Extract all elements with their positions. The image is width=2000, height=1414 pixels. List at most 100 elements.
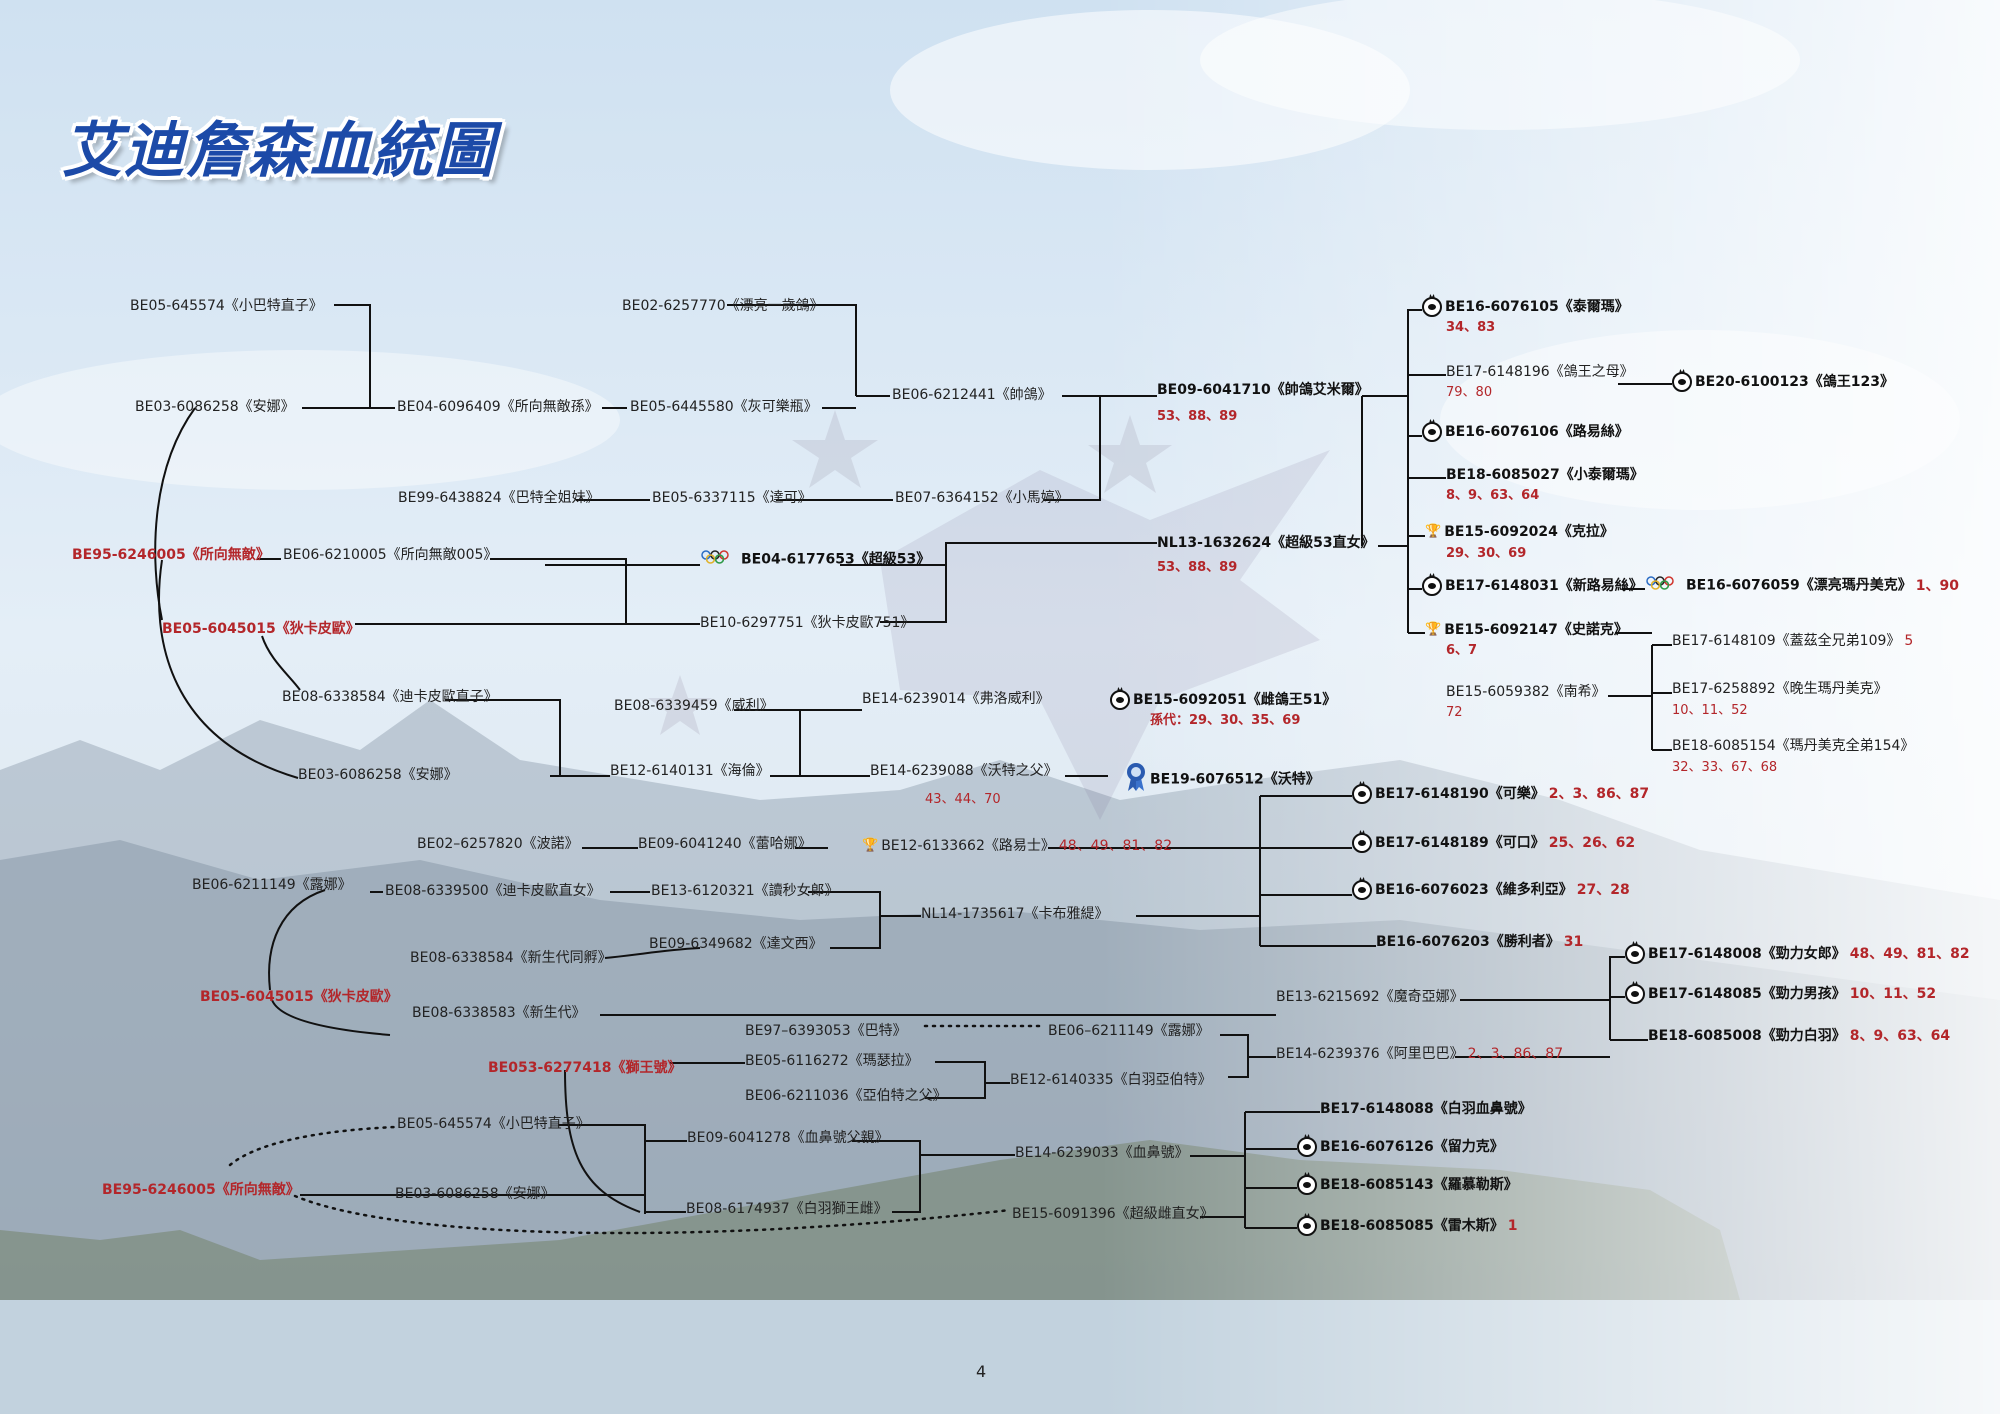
pigeon-label: BE16-6076105《泰爾瑪》 — [1445, 299, 1629, 315]
pigeon-node-n36: BE17-6258892《晚生瑪丹美克》 — [1672, 680, 1888, 698]
pigeon-node-n32: BE16-6076059《漂亮瑪丹美克》1、90 — [1645, 576, 1959, 595]
race-results-n37: 32、33、67、68 — [1672, 760, 1778, 775]
connector — [228, 1125, 397, 1167]
crown-crest-icon — [1110, 690, 1130, 710]
connector — [935, 1061, 986, 1099]
trophy-icon: 🏆 — [1425, 524, 1442, 539]
connector — [1043, 395, 1101, 501]
crown-crest-icon — [1352, 833, 1372, 853]
connector — [445, 699, 561, 777]
race-results-n36: 10、11、52 — [1672, 703, 1748, 718]
race-results: 8、9、63、64 — [1849, 1028, 1951, 1044]
pigeon-node-n8: BE05-6337115《達可》 — [652, 489, 812, 507]
pigeon-node-n40: BE09-6041240《蕾哈娜》 — [638, 835, 812, 853]
pigeon-node-n62: BE12-6140335《白羽亞伯特》 — [1010, 1071, 1212, 1089]
pigeon-label: BE16-6076106《路易絲》 — [1445, 424, 1629, 440]
pigeon-node-n15: BE05-6045015《狄卡皮歐》 — [162, 620, 360, 638]
pigeon-node-n63: BE06-6211036《亞伯特之父》 — [745, 1087, 947, 1105]
pigeon-node-n64: BE17-6148088《白羽血鼻號》 — [1320, 1100, 1532, 1118]
crown-crest-icon — [1625, 944, 1645, 964]
race-results-n14: 53、88、89 — [1157, 560, 1238, 575]
race-results-n10: 53、88、89 — [1157, 409, 1238, 424]
crown-crest-icon — [1625, 984, 1645, 1004]
pigeon-node-n58: BE18-6085008《勁力白羽》8、9、63、64 — [1648, 1027, 1950, 1045]
pigeon-node-n44: BE08-6339500《迪卡皮歐直女》 — [385, 882, 601, 900]
pigeon-node-n49: BE09-6349682《達文西》 — [649, 935, 823, 953]
crown-crest-icon — [1297, 1137, 1317, 1157]
pigeon-node-n69: BE95-6246005《所向無敵》 — [102, 1181, 300, 1199]
pigeon-label: BE14-6239376《阿里巴巴》 — [1276, 1046, 1464, 1062]
pigeon-label: BE17-6148088《白羽血鼻號》 — [1320, 1101, 1532, 1117]
connector — [261, 635, 301, 691]
pigeon-node-n74: BE18-6085085《雷木斯》1 — [1297, 1216, 1517, 1236]
pigeon-node-n34: BE17-6148109《蓋茲全兄弟109》5 — [1672, 632, 1913, 650]
pigeon-label: BE18-6085143《羅慕勒斯》 — [1320, 1177, 1518, 1193]
pigeon-node-n13: BE04-6177653《超級53》 — [700, 550, 930, 569]
pigeon-label: BE08-6338584《迪卡皮歐直子》 — [282, 689, 498, 705]
connector — [154, 407, 196, 621]
pigeon-node-n68: BE14-6239033《血鼻號》 — [1015, 1144, 1189, 1162]
pigeon-node-n9: BE07-6364152《小馬婷》 — [895, 489, 1069, 507]
crown-crest-icon — [1297, 1216, 1317, 1236]
race-results: 25、26、62 — [1548, 835, 1636, 851]
pigeon-label: BE17-6148196《鴿王之母》 — [1446, 364, 1634, 380]
race-results: 27、28 — [1576, 882, 1630, 898]
connector — [808, 891, 881, 949]
crown-crest-icon — [1672, 372, 1692, 392]
pigeon-node-n60: BE05-6116272《瑪瑟拉》 — [745, 1052, 919, 1070]
pigeon-label: BE12-6133662《路易士》 — [881, 838, 1055, 854]
connector — [880, 565, 947, 623]
pigeon-node-n55: BE08-6338583《新生代》 — [412, 1004, 586, 1022]
pigeon-node-n7: BE99-6438824《巴特全姐妹》 — [398, 489, 600, 507]
pigeon-node-n31: BE17-6148031《新路易絲》 — [1422, 576, 1643, 596]
pigeon-label: BE17-6258892《晚生瑪丹美克》 — [1672, 681, 1888, 697]
connector — [1220, 1034, 1249, 1078]
race-results-n20: 孫代：29、30、35、69 — [1150, 713, 1301, 728]
pigeon-label: BE06-6210005《所向無敵005》 — [283, 547, 498, 563]
pigeon-node-n52: BE05-6045015《狄卡皮歐》 — [200, 988, 398, 1006]
pigeon-label: BE09-6349682《達文西》 — [649, 936, 823, 952]
pigeon-label: NL14-1735617《卡布雅緹》 — [921, 906, 1109, 922]
pigeon-node-n66: BE09-6041278《血鼻號父親》 — [687, 1129, 889, 1147]
pigeon-node-n14: NL13-1632624《超級53直女》 — [1157, 534, 1375, 552]
pigeon-label: BE02–6257820《波諾》 — [417, 836, 579, 852]
pigeon-label: BE09-6041240《蕾哈娜》 — [638, 836, 812, 852]
pigeon-label: BE17-6148008《勁力女郎》 — [1648, 946, 1846, 962]
pigeon-node-n10: BE09-6041710《帥鴿艾米爾》 — [1157, 381, 1369, 399]
pigeon-node-n67: BE16-6076126《留力克》 — [1297, 1137, 1504, 1157]
pigeon-node-n70: BE03-6086258《安娜》 — [395, 1185, 555, 1203]
pigeon-node-n42: BE17-6148189《可口》25、26、62 — [1352, 833, 1635, 853]
race-results: 48、49、81、82 — [1058, 838, 1173, 854]
pigeon-label: BE16-6076203《勝利者》 — [1376, 934, 1560, 950]
pigeon-node-n37: BE18-6085154《瑪丹美克全弟154》 — [1672, 737, 1914, 755]
pigeon-node-n2: BE03-6086258《安娜》 — [135, 398, 295, 416]
pigeon-label: BE15-6059382《南希》 — [1446, 684, 1606, 700]
pigeon-node-n17: BE08-6338584《迪卡皮歐直子》 — [282, 688, 498, 706]
pigeon-node-n43: BE06-6211149《露娜》 — [192, 876, 352, 894]
connector — [945, 542, 1157, 565]
pigeon-label: BE16-6076059《漂亮瑪丹美克》 — [1686, 577, 1912, 594]
pigeon-label: BE08-6338584《新生代同孵》 — [410, 950, 612, 966]
pigeon-label: BE18-6085085《雷木斯》 — [1320, 1218, 1504, 1234]
pigeon-label: BE14-6239033《血鼻號》 — [1015, 1145, 1189, 1161]
pigeon-label: BE97–6393053《巴特》 — [745, 1023, 907, 1039]
page-number: 4 — [976, 1362, 987, 1381]
connector — [490, 558, 700, 625]
pigeon-label: BE14-6239014《弗洛威利》 — [862, 691, 1050, 707]
pigeon-label: BE15-6092051《雌鴿王51》 — [1133, 692, 1337, 708]
pigeon-label: BE04-6096409《所向無敵孫》 — [397, 399, 599, 415]
pigeon-node-n24: BE19-6076512《沃特》 — [1125, 762, 1320, 797]
race-results: 1 — [1507, 1218, 1518, 1234]
connector — [1460, 956, 1625, 1001]
crown-crest-icon — [1297, 1175, 1317, 1195]
pigeon-node-n26: BE17-6148196《鴿王之母》 — [1446, 363, 1634, 381]
pigeon-node-n28: BE16-6076106《路易絲》 — [1422, 422, 1629, 442]
race-results-n30: 29、30、69 — [1446, 546, 1527, 561]
pigeon-node-n59: BE053-6277418《獅王號》 — [488, 1059, 681, 1077]
connector — [1362, 309, 1422, 397]
page-title: 艾迪詹森血統圖 — [62, 116, 496, 186]
pigeon-label: BE17-6148109《蓋茲全兄弟109》 — [1672, 633, 1901, 649]
pigeon-label: BE08-6174937《白羽獅王雌》 — [686, 1201, 888, 1217]
race-results: 2、3、86、87 — [1467, 1046, 1564, 1062]
pigeon-label: BE17-6148190《可樂》 — [1375, 786, 1545, 802]
